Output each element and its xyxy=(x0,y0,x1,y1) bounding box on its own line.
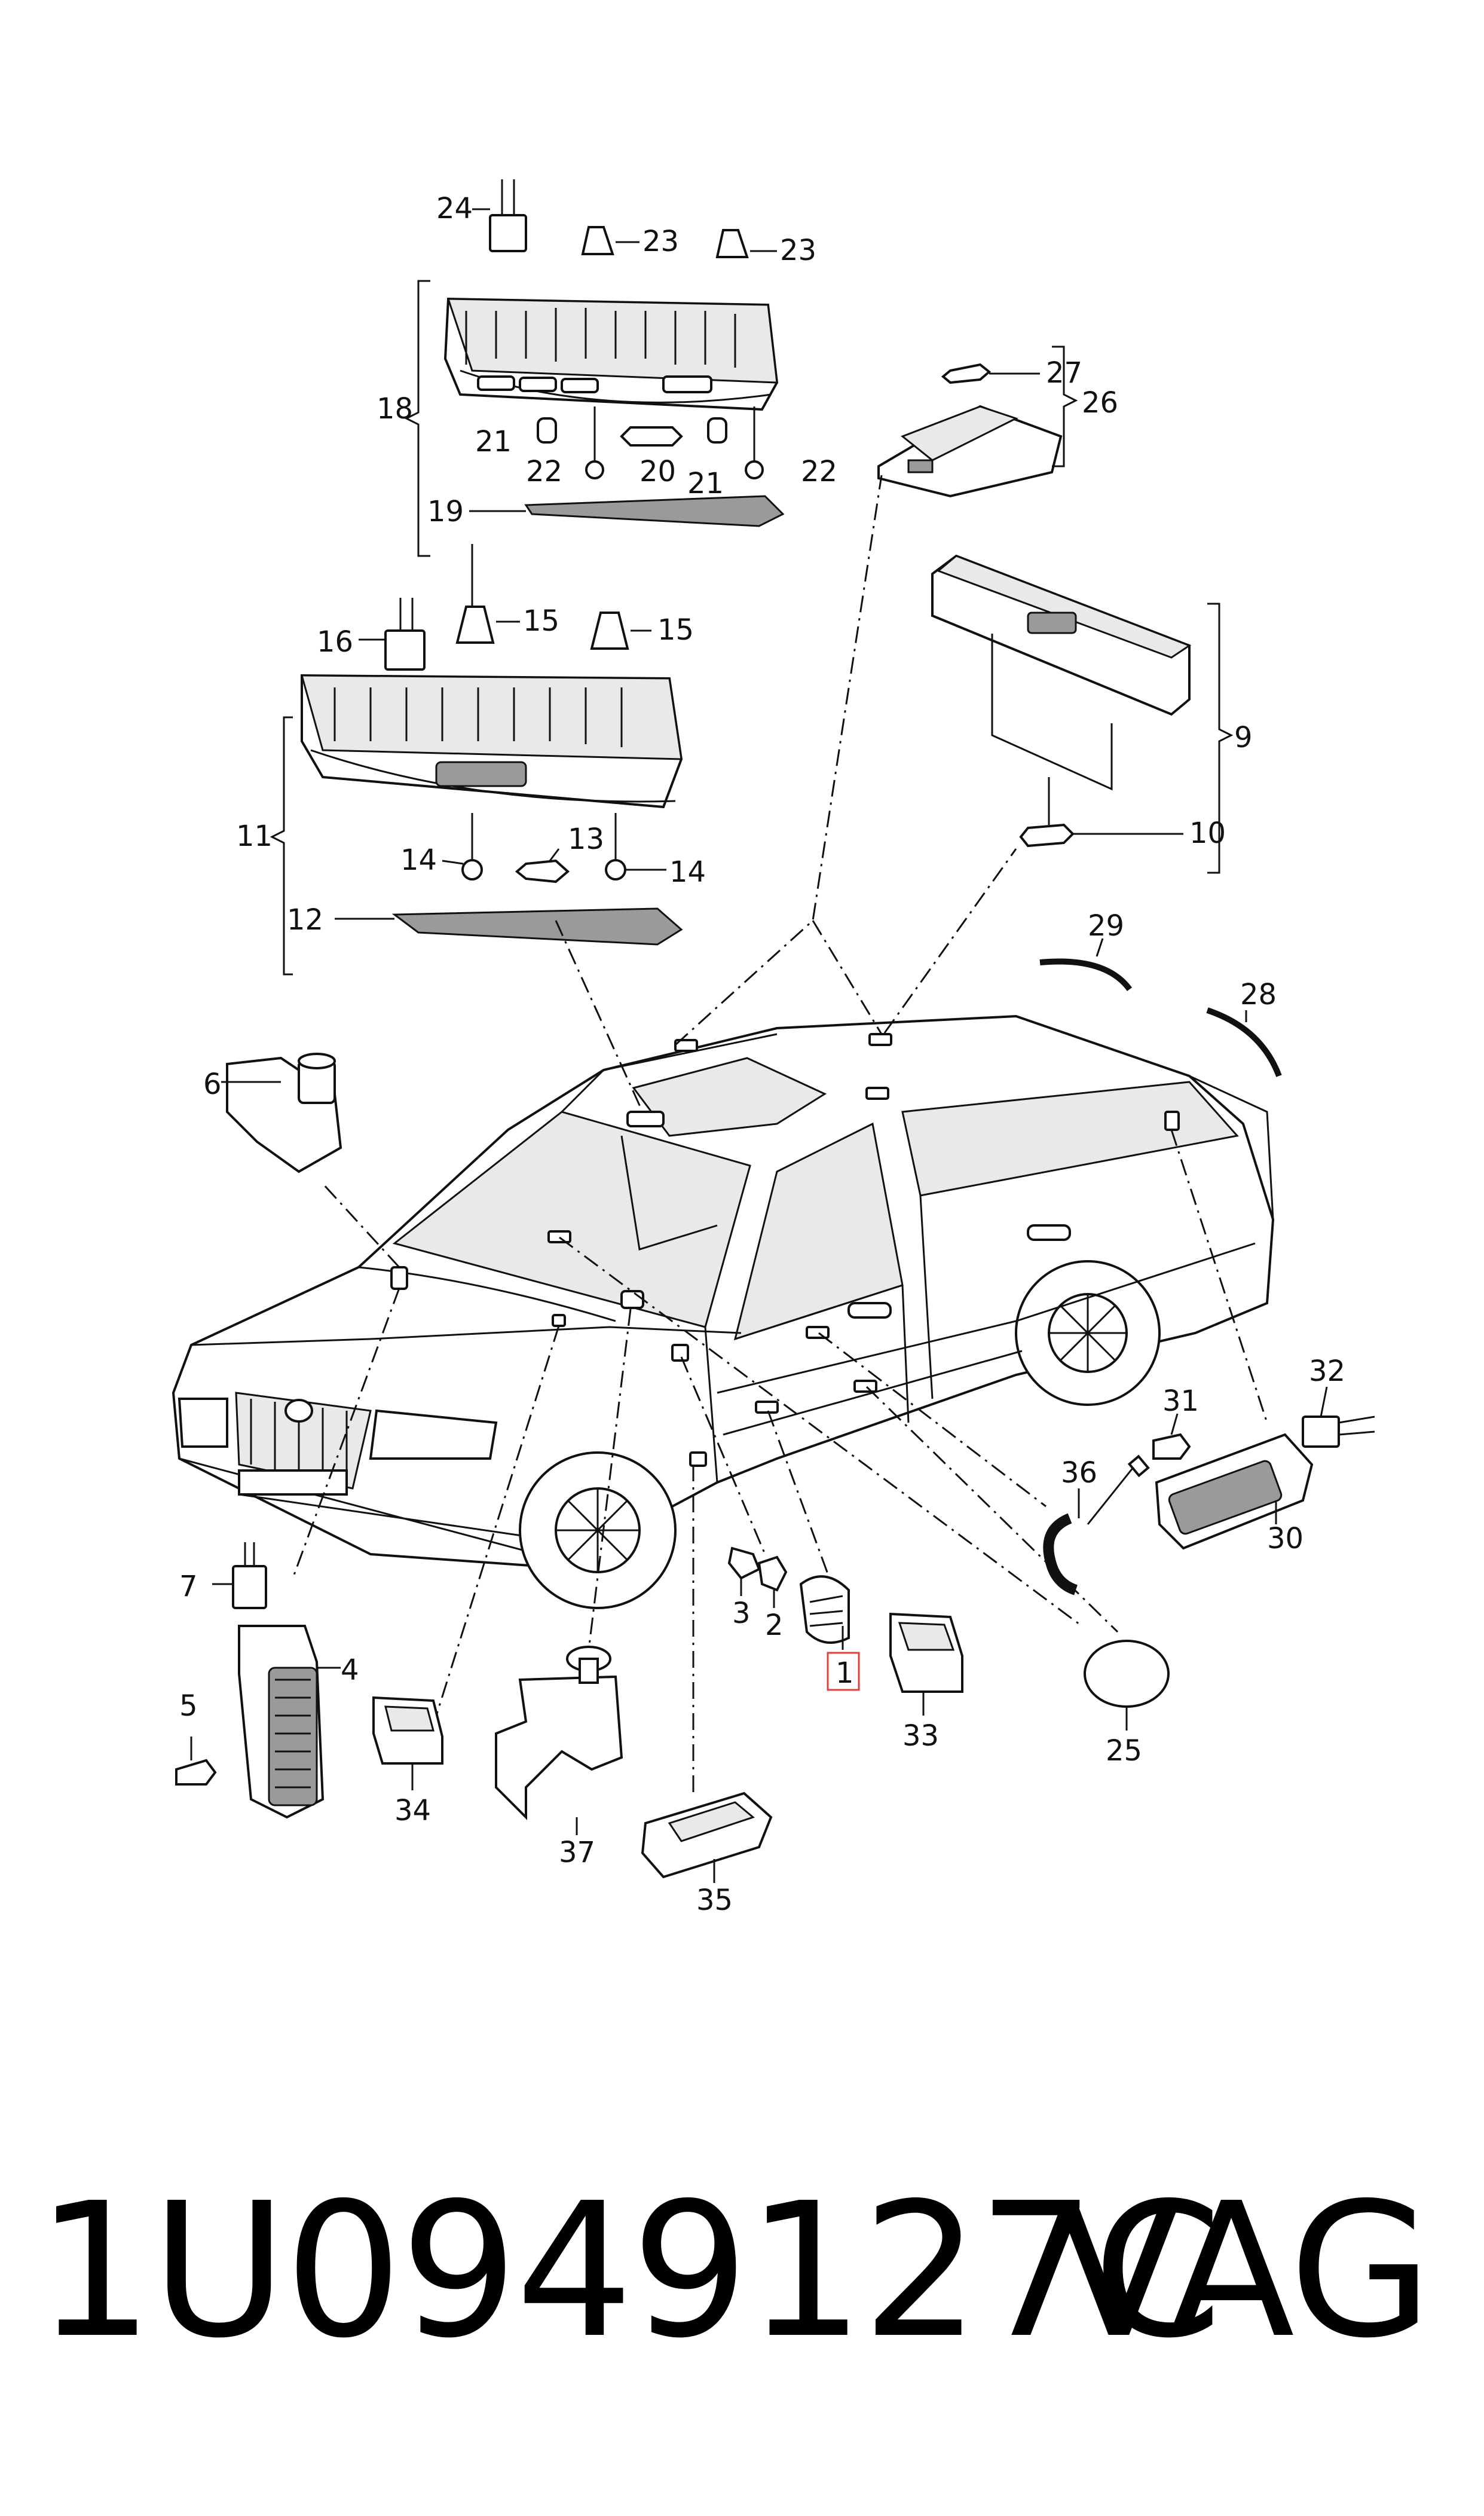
callout-31: 31 xyxy=(1162,1384,1199,1418)
bulb-10 xyxy=(1019,823,1075,848)
callout-32: 32 xyxy=(1309,1355,1345,1388)
callout-13: 13 xyxy=(568,823,604,856)
callout-23b: 23 xyxy=(780,234,816,267)
seal-28 xyxy=(1206,1007,1282,1077)
callout-25: 25 xyxy=(1106,1734,1142,1768)
callout-33: 33 xyxy=(902,1719,939,1753)
switch-34 xyxy=(372,1696,443,1765)
callout-5: 5 xyxy=(179,1689,198,1723)
callout-16: 16 xyxy=(317,625,353,659)
callout-29: 29 xyxy=(1088,909,1124,943)
callout-10: 10 xyxy=(1189,817,1226,850)
cover-cap-25 xyxy=(1084,1640,1170,1708)
callout-15b: 15 xyxy=(657,613,694,647)
callout-27: 27 xyxy=(1046,356,1082,390)
highlight-box xyxy=(827,1652,860,1691)
trunk-lamp-30 xyxy=(1155,1433,1314,1550)
connector-16 xyxy=(384,629,426,671)
callout-19: 19 xyxy=(427,495,464,528)
callout-6: 6 xyxy=(203,1068,222,1101)
callout-22b: 22 xyxy=(801,455,837,488)
callout-26: 26 xyxy=(1082,386,1118,420)
connector-24 xyxy=(489,214,527,252)
callout-labels: 24 23 23 18 21 22 20 21 22 19 27 26 16 1… xyxy=(179,192,1345,1917)
bulb-31 xyxy=(1152,1433,1191,1460)
callout-35: 35 xyxy=(696,1884,733,1917)
callout-7: 7 xyxy=(179,1570,198,1603)
bulb-27 xyxy=(941,363,992,384)
bulb-5 xyxy=(175,1759,217,1786)
callout-37: 37 xyxy=(559,1836,595,1869)
callout-21a: 21 xyxy=(475,425,512,458)
callout-22a: 22 xyxy=(526,455,562,488)
trim-strip-lower xyxy=(391,907,683,946)
seal-29 xyxy=(1039,958,1133,992)
callout-12: 12 xyxy=(287,903,323,937)
callout-9: 9 xyxy=(1234,721,1253,754)
part-number: 1U0949127C xyxy=(36,2163,1222,2379)
callout-3: 3 xyxy=(732,1597,751,1630)
contact-switch-37 xyxy=(495,1646,623,1820)
callout-30: 30 xyxy=(1267,1522,1304,1555)
bulb-13 xyxy=(515,859,570,883)
callout-34: 34 xyxy=(394,1794,431,1827)
mount-location-markers xyxy=(390,1033,1180,1467)
lamp-35 xyxy=(641,1792,773,1879)
roof-console-lower xyxy=(301,674,683,809)
bracket-6 xyxy=(226,1053,342,1173)
callout-14a: 14 xyxy=(400,843,437,877)
callout-28: 28 xyxy=(1240,978,1277,1011)
callout-1: 1 xyxy=(836,1656,854,1690)
callout-21b: 21 xyxy=(687,467,724,500)
clip-15a xyxy=(455,606,495,644)
callout-1-highlight: 1 xyxy=(827,1652,860,1691)
leader-lines xyxy=(292,475,1268,1793)
clip-23b xyxy=(715,229,749,258)
callout-11: 11 xyxy=(236,820,273,853)
callout-24: 24 xyxy=(436,192,473,225)
door-panel-light-9 xyxy=(931,554,1192,791)
callout-36: 36 xyxy=(1061,1456,1097,1490)
callout-20: 20 xyxy=(640,455,676,488)
holder-2 xyxy=(757,1555,788,1592)
callout-18: 18 xyxy=(377,392,413,426)
brand-label: VAG xyxy=(1055,2163,1433,2379)
trim-strip-upper xyxy=(524,495,785,527)
callout-2: 2 xyxy=(765,1609,784,1642)
callout-14b: 14 xyxy=(669,855,706,889)
roof-console-upper xyxy=(443,297,779,411)
flexible-lamp-36 xyxy=(1043,1454,1150,1595)
connector-32 xyxy=(1302,1416,1340,1448)
car-illustration xyxy=(172,1014,1275,1609)
connector-7 xyxy=(232,1565,267,1609)
parts-diagram: 24 23 23 18 21 22 20 21 22 19 27 26 16 1… xyxy=(172,179,1375,1917)
callout-23a: 23 xyxy=(642,225,679,258)
switch-33 xyxy=(889,1612,963,1693)
callout-15a: 15 xyxy=(523,604,559,638)
lamp-housing-4 xyxy=(238,1625,325,1819)
clip-15b xyxy=(590,612,629,650)
roof-console-upper-fasteners xyxy=(537,406,764,479)
callout-4: 4 xyxy=(341,1653,359,1687)
clip-23a xyxy=(581,226,614,255)
reading-lamp-26 xyxy=(877,405,1063,498)
bulb-3 xyxy=(727,1546,761,1580)
lens-1 xyxy=(799,1575,850,1644)
